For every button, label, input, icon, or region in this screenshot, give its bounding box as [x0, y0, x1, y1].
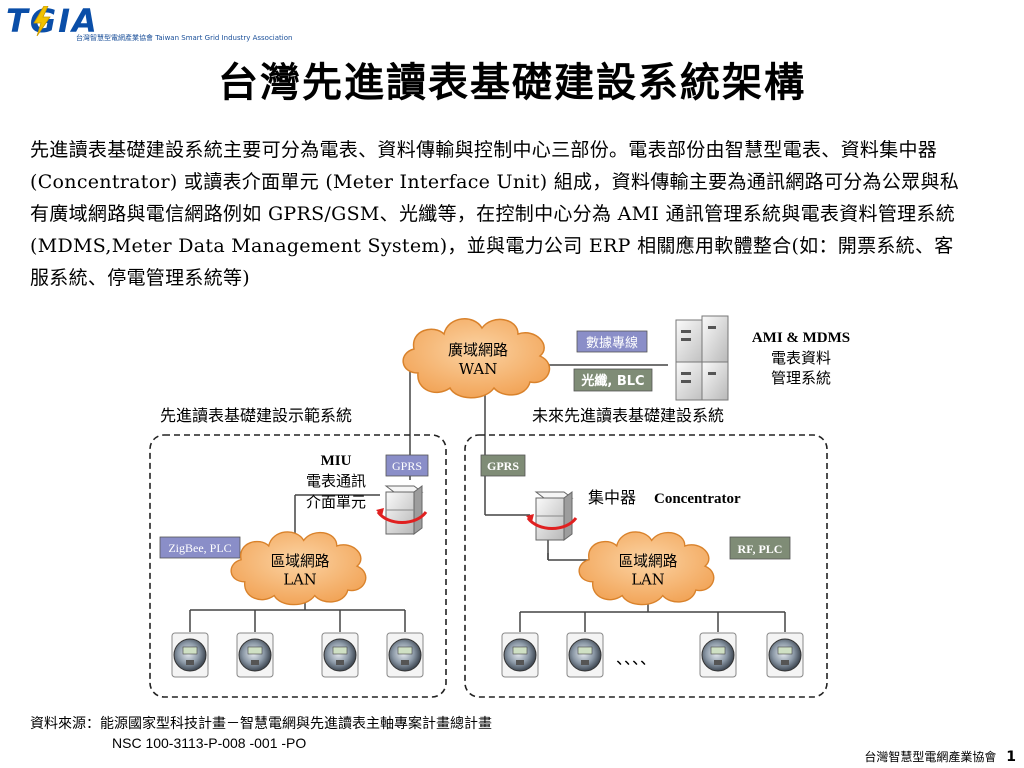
concentrator-label-en: Concentrator — [654, 491, 741, 507]
lan-left-label-zh: 區域網路 — [271, 553, 330, 570]
lightning-bolt-icon — [33, 6, 51, 36]
description-paragraph: 先進讀表基礎建設系統主要可分為電表、資料傳輸與控制中心三部份。電表部份由智慧型電… — [30, 139, 960, 289]
logo-subtitle: 台灣智慧型電網產業協會 Taiwan Smart Grid Industry A… — [76, 34, 293, 42]
meter-left-1 — [171, 632, 209, 678]
source-line-2: NSC 100-3113-P-008 -001 -PO — [112, 735, 307, 751]
lan-left-cloud: 區域網路 LAN — [230, 531, 367, 606]
meter-ellipsis: 、、、、 — [616, 649, 656, 668]
concentrator-label-zh: 集中器 — [588, 488, 636, 507]
miu-device-icon — [374, 484, 428, 536]
source-line-1: 資料來源：能源國家型科技計畫－智慧電網與先進讀表主軸專案計畫總計畫 — [30, 716, 492, 732]
ami-line2: 管理系統 — [771, 369, 831, 387]
wan-label-zh: 廣域網路 — [448, 341, 508, 359]
meter-left-2 — [236, 632, 274, 678]
ami-title: AMI & MDMS — [752, 330, 850, 346]
right-section-label: 未來先進讀表基礎建設系統 — [532, 406, 724, 425]
page-title: 台灣先進讀表基礎建設系統架構 — [218, 59, 806, 106]
meter-left-3 — [321, 632, 359, 678]
miu-line2: 介面單元 — [306, 493, 366, 511]
fiber-blc-tag: 光纖, BLC — [573, 368, 653, 392]
meter-right-1 — [501, 632, 539, 678]
fiber-blc-label: 光纖, BLC — [580, 373, 644, 389]
wan-cloud: 廣域網路 WAN — [402, 318, 551, 399]
tgia-logo: TGIA 台灣智慧型電網產業協會 Taiwan Smart Grid Indus… — [6, 2, 292, 44]
ami-line1: 電表資料 — [771, 349, 831, 367]
right-system-boundary — [464, 434, 828, 698]
concentrator-icon — [524, 490, 578, 542]
server-rack-icon — [675, 315, 729, 401]
lan-right-label-zh: 區域網路 — [619, 553, 678, 570]
footer: 台灣智慧型電網產業協會 1 — [864, 748, 1016, 765]
meter-right-4 — [766, 632, 804, 678]
gprs-left-tag: GPRS — [385, 454, 429, 477]
lan-right-label-en: LAN — [631, 572, 664, 589]
rf-plc-tag: RF, PLC — [729, 536, 791, 560]
zigbee-label: ZigBee, PLC — [168, 541, 231, 555]
miu-label: MIU — [321, 453, 352, 469]
miu-line1: 電表通訊 — [306, 472, 366, 490]
zigbee-tag: ZigBee, PLC — [159, 536, 241, 559]
page-number: 1 — [1006, 749, 1016, 765]
left-section-label: 先進讀表基礎建設示範系統 — [160, 406, 352, 425]
lan-right-cloud: 區域網路 LAN — [578, 531, 715, 606]
logo-brand: TGIA — [6, 2, 99, 40]
wan-label-en: WAN — [459, 360, 498, 378]
rf-plc-label: RF, PLC — [738, 542, 783, 556]
meter-right-2 — [566, 632, 604, 678]
gprs-right-tag: GPRS — [480, 454, 526, 477]
lan-left-label-en: LAN — [283, 572, 316, 589]
ami-architecture-diagram: 先進讀表基礎建設示範系統 未來先進讀表基礎建設系統 廣域網路 WAN 數據專線 … — [149, 315, 850, 698]
footer-org: 台灣智慧型電網產業協會 — [864, 750, 997, 764]
meter-left-4 — [386, 632, 424, 678]
left-system-boundary — [149, 434, 447, 698]
meter-right-3 — [699, 632, 737, 678]
dedicated-line-tag: 數據專線 — [576, 330, 648, 353]
gprs-left-label: GPRS — [392, 459, 422, 473]
dedicated-line-label: 數據專線 — [586, 335, 638, 351]
gprs-right-label: GPRS — [487, 459, 519, 473]
